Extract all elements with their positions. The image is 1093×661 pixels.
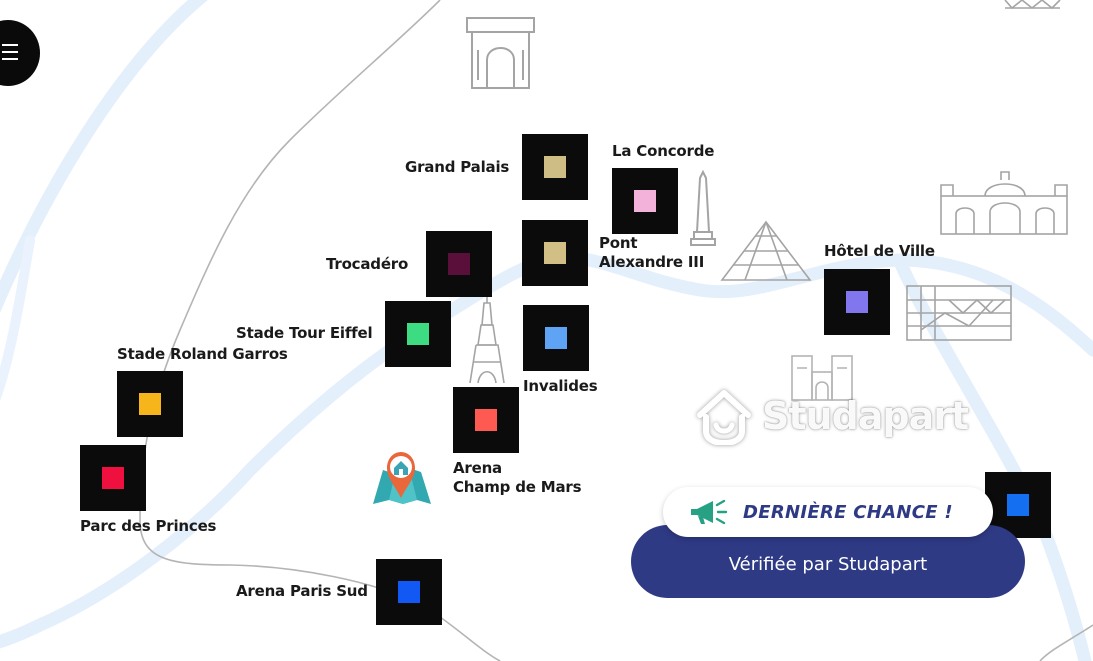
arc-de-triomphe-icon: [466, 17, 535, 89]
venue-color-square: [544, 156, 566, 178]
venue-label-grand-palais: Grand Palais: [405, 158, 510, 176]
venue-marker-parc-des-princes[interactable]: [80, 445, 146, 511]
verified-by-studapart-button[interactable]: Vérifiée par Studapart: [631, 525, 1025, 598]
venue-marker-pont-alexandre-iii[interactable]: [522, 220, 588, 286]
venue-color-square: [475, 409, 497, 431]
hotel-de-ville-building-icon: [906, 285, 1012, 341]
partial-building-icon: [1004, 0, 1061, 10]
house-map-pin-icon[interactable]: [371, 448, 433, 506]
venue-label-pont-alexandre-iii: Pont Alexandre III: [599, 234, 705, 271]
ring-road-east: [1039, 624, 1093, 661]
venue-marker-grand-palais[interactable]: [522, 134, 588, 200]
venue-color-square: [398, 581, 420, 603]
gare-building-icon: [940, 171, 1068, 235]
louvre-pyramid-icon: [720, 220, 812, 281]
last-chance-text: DERNIÈRE CHANCE !: [743, 501, 953, 523]
studapart-logo-icon: [697, 390, 751, 445]
venue-color-square: [1007, 494, 1029, 516]
venue-color-square: [545, 327, 567, 349]
obelisk-icon: [690, 169, 716, 246]
river-west-bend: [0, 235, 35, 401]
venue-marker-invalides[interactable]: [523, 305, 589, 371]
last-chance-badge: DERNIÈRE CHANCE !: [663, 487, 993, 537]
venue-marker-trocadero[interactable]: [426, 231, 492, 297]
eiffel-tower-icon: [469, 297, 505, 384]
venue-marker-partial-right[interactable]: [985, 472, 1051, 538]
venue-label-trocadero: Trocadéro: [326, 255, 409, 273]
venue-color-square: [634, 190, 656, 212]
venue-marker-la-concorde[interactable]: [612, 168, 678, 234]
venue-label-arena-paris-sud: Arena Paris Sud: [236, 582, 368, 600]
venue-label-la-concorde: La Concorde: [612, 142, 715, 160]
venue-color-square: [448, 253, 470, 275]
venue-label-arena-champ-de-mars: Arena Champ de Mars: [453, 459, 582, 496]
hamburger-menu-icon: [2, 44, 18, 65]
venue-label-invalides: Invalides: [523, 377, 598, 395]
venue-color-square: [846, 291, 868, 313]
watermark-text: Studapart: [762, 394, 969, 438]
megaphone-icon: [691, 499, 728, 525]
venue-color-square: [407, 323, 429, 345]
venue-label-parc-des-princes: Parc des Princes: [80, 517, 217, 535]
venue-color-square: [102, 467, 124, 489]
venue-color-square: [139, 393, 161, 415]
venue-marker-arena-paris-sud[interactable]: [376, 559, 442, 625]
venue-color-square: [544, 242, 566, 264]
venue-marker-stade-tour-eiffel[interactable]: [385, 301, 451, 367]
venue-marker-hotel-de-ville[interactable]: [824, 269, 890, 335]
venue-marker-stade-roland-garros[interactable]: [117, 371, 183, 437]
venue-label-hotel-de-ville: Hôtel de Ville: [824, 242, 935, 260]
venue-label-stade-roland-garros: Stade Roland Garros: [117, 345, 288, 363]
studapart-watermark: Studapart: [692, 386, 969, 446]
promo-button-label: Vérifiée par Studapart: [728, 554, 928, 575]
notre-dame-icon: [791, 355, 853, 401]
venue-label-stade-tour-eiffel: Stade Tour Eiffel: [236, 324, 373, 342]
venue-marker-arena-champ-de-mars[interactable]: [453, 387, 519, 453]
